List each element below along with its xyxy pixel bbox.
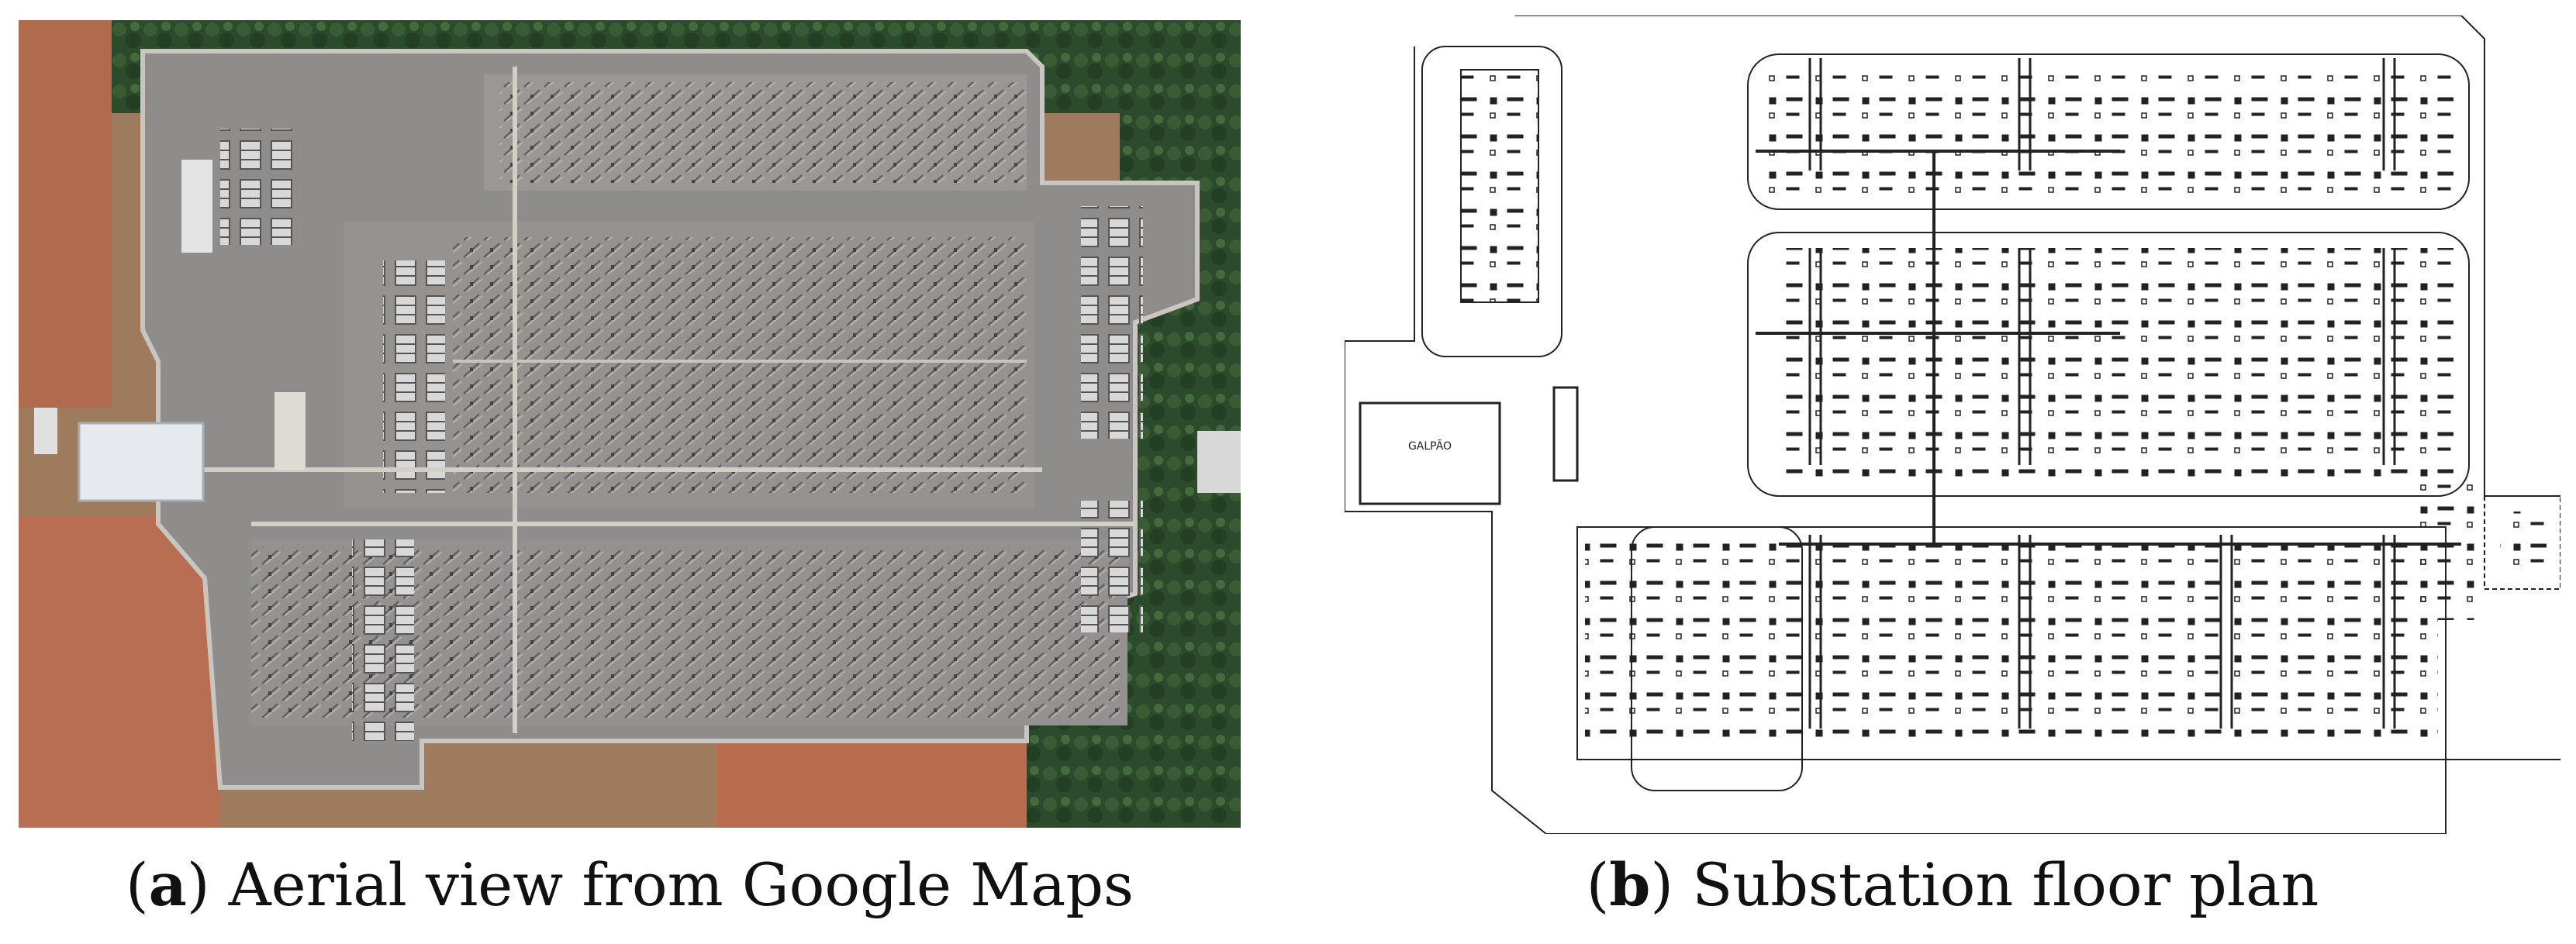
bay-3 [1576, 526, 2447, 760]
floor-plan-svg: GALPÃO [1345, 16, 2560, 834]
transformer-bank-top-left [220, 129, 298, 245]
building-galpao [1359, 401, 1501, 505]
switchgear-middle [453, 237, 1027, 493]
transformer-bank-middle [383, 260, 445, 493]
small-building-top [181, 160, 212, 253]
bus-lines [1756, 150, 2461, 546]
aerial-view-svg [19, 20, 1241, 828]
control-building [78, 422, 205, 502]
bay-1-equipment [1763, 70, 2453, 202]
gate-building [34, 408, 57, 454]
floor-plan-image: GALPÃO [1345, 16, 2560, 834]
control-area [1421, 46, 1563, 357]
caption-a-letter: a [148, 850, 187, 919]
right-annex [2484, 495, 2560, 590]
small-building-middle [275, 392, 306, 470]
caption-a-text: Aerial view from Google Maps [228, 850, 1134, 919]
gantries [1808, 58, 2396, 729]
switchgear-top [499, 82, 1027, 183]
perimeter-fence-lower [1345, 47, 2560, 834]
small-block [1552, 386, 1579, 482]
bay-1 [1747, 53, 2470, 210]
small-building-right [1197, 431, 1241, 493]
control-equipment [1460, 69, 1539, 303]
bay-3-equipment [1585, 543, 2438, 744]
aerial-view-image [19, 20, 1241, 828]
bay-2 [1747, 232, 2470, 497]
caption-a: (a) Aerial view from Google Maps [126, 850, 1134, 919]
right-annex-equipment [2500, 512, 2547, 574]
transformer-bank-right [1081, 206, 1143, 439]
right-transformers [2415, 481, 2477, 620]
bay-3-left-block [1631, 526, 1803, 791]
caption-b: (b) Substation floor plan [1586, 850, 2319, 919]
transformer-bank-right-lower [1081, 501, 1143, 632]
caption-b-letter: b [1609, 850, 1651, 919]
soil-left [19, 20, 112, 408]
caption-b-text: Substation floor plan [1692, 850, 2319, 919]
transformer-bank-bottom [352, 539, 414, 741]
bay-2-equipment [1779, 248, 2453, 481]
building-label: GALPÃO [1408, 439, 1452, 453]
soil-bottom-left [19, 516, 220, 828]
